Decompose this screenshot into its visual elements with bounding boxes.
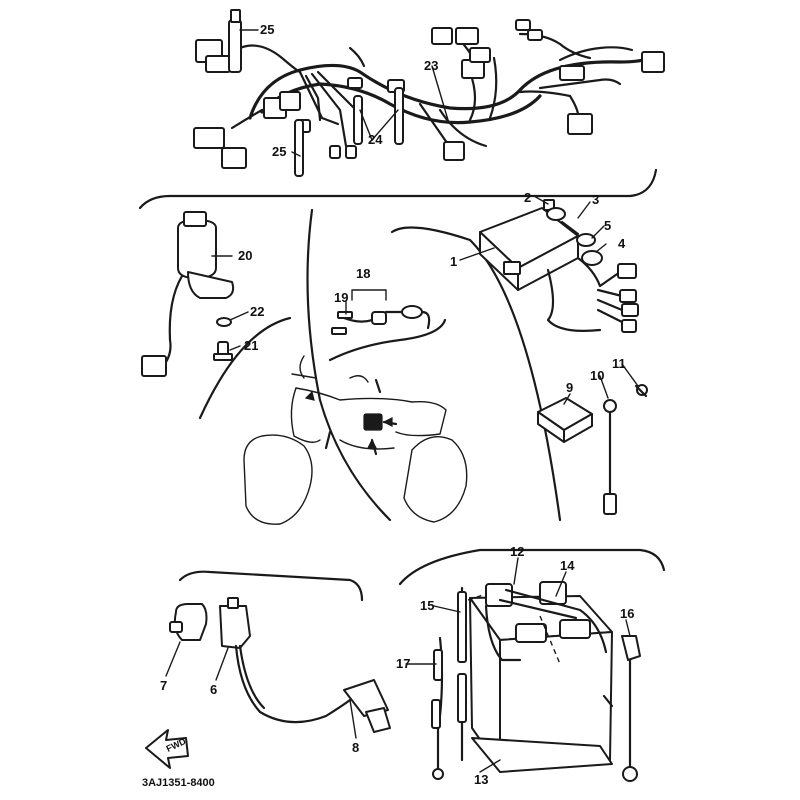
callout-22: 22 [250, 304, 264, 319]
fuse-holder [331, 289, 431, 335]
section-dividers [138, 168, 666, 602]
main-switch [141, 211, 235, 377]
callout-9: 9 [566, 380, 573, 395]
callout-6: 6 [210, 682, 217, 697]
relay-and-lead [537, 384, 648, 515]
callout-15: 15 [420, 598, 434, 613]
callout-21: 21 [244, 338, 258, 353]
callout-12: 12 [510, 544, 524, 559]
callout-4: 4 [618, 236, 626, 251]
callout-13: 13 [474, 772, 488, 787]
leader-lines [165, 29, 639, 773]
callout-3: 3 [592, 192, 599, 207]
callout-numbers: 1 2 3 4 5 6 7 8 9 10 11 12 13 14 15 16 1… [160, 22, 634, 787]
callout-25-top: 25 [260, 22, 274, 37]
battery-parts [431, 581, 641, 782]
callout-20: 20 [238, 248, 252, 263]
callout-7: 7 [160, 678, 167, 693]
motorcycle-outline [243, 355, 468, 525]
wire-bands [228, 9, 404, 177]
callout-5: 5 [604, 218, 611, 233]
callout-16: 16 [620, 606, 634, 621]
control-unit [479, 199, 639, 333]
forward-arrow: FWD [145, 729, 189, 769]
callout-1: 1 [450, 254, 457, 269]
diagram-code: 3AJ1351-8400 [142, 777, 215, 789]
callout-10: 10 [590, 368, 604, 383]
callout-11: 11 [612, 356, 626, 371]
callout-25-bottom: 25 [272, 144, 286, 159]
callout-19: 19 [334, 290, 348, 305]
callout-23: 23 [424, 58, 438, 73]
wire-harness [193, 19, 665, 169]
callout-2: 2 [524, 190, 531, 205]
callout-17: 17 [396, 656, 410, 671]
callout-14: 14 [560, 558, 575, 573]
callout-24: 24 [368, 132, 383, 147]
ignition-parts [169, 597, 391, 733]
callout-18: 18 [356, 266, 370, 281]
callout-8: 8 [352, 740, 359, 755]
